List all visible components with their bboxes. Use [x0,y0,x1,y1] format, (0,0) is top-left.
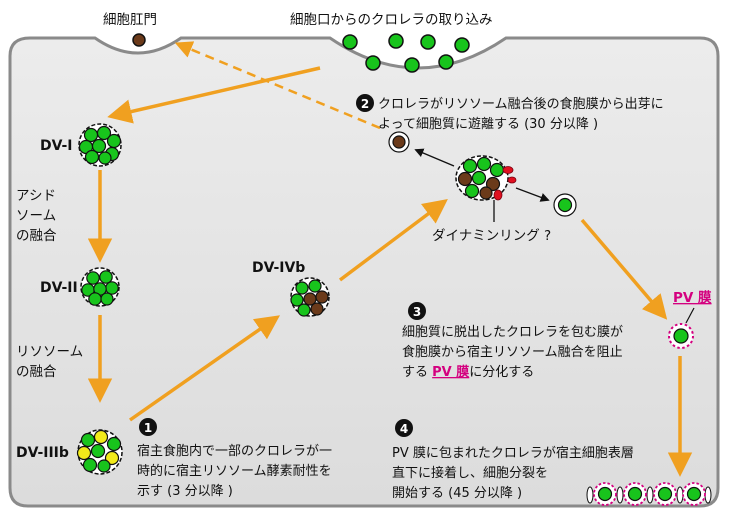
step-2-badge [356,94,374,112]
stage-label-dv4: DV-IVb [252,260,305,276]
acidosome-fusion-label-2: ソーム [16,208,56,224]
vacuole-dv3 [76,429,123,475]
arrow-dv3-to-dv4 [128,315,281,422]
vacuole-dv2 [80,267,120,307]
step-2-number: 2 [361,97,369,111]
step-3-text-line3-a: する [402,365,432,380]
step-1-text-line3: 示す (3 分以降 ) [137,484,233,499]
released-green-chlorella [557,197,573,213]
step-3-number: 3 [413,305,421,319]
step-1-number: 1 [144,421,152,435]
arrow-dashed-to-cytoproct [174,41,381,130]
lysosome-fusion-label-2: の融合 [16,364,57,380]
arrow-cytostome-to-dv1 [107,66,321,124]
step-4-text-line1: PV 膜に包まれたクロレラが宿主細胞表層 [392,445,634,461]
pv-pointer [685,307,695,324]
step-1-badge [139,418,157,436]
acidosome-fusion-label-3: の融合 [16,228,57,244]
vacuole-dv1 [78,123,122,167]
step-4-number: 4 [400,422,408,436]
step-3-pv-highlight: PV 膜 [432,364,469,380]
pv-label: PV 膜 [673,289,712,306]
budding-vacuole [455,155,517,201]
vacuole-dv4 [290,277,330,317]
step-3-text-line2: 食胞膜から宿主リソソーム融合を阻止 [402,344,623,360]
pv-chlorella [673,328,689,344]
step-4-text-line2: 直下に接着し、細胞分裂を [392,465,548,481]
released-brown-chlorella [392,135,406,149]
dynamin-label: ダイナミンリング ? [432,228,551,244]
stage-label-dv1: DV-I [40,138,72,154]
acidosome-fusion-label-1: アシド [16,188,56,204]
cytoproct-label: 細胞肛門 [103,12,157,28]
step-2-text-line2: よって細胞質に遊離する (30 分以降 ) [378,117,598,132]
stage-label-dv2: DV-II [40,280,78,296]
step-1-text-line1: 宿主食胞内で一部のクロレラが一 [137,443,332,459]
step-3-text-line3: する PV 膜に分化する [402,364,534,380]
stage-label-dv3: DV-IIIb [16,445,69,461]
dynamin-ring [493,166,517,201]
ingested-chlorella-group [342,33,470,73]
surface-attached-chlorellae [586,482,712,506]
step-3-text-line1: 細胞質に脱出したクロレラを包む膜が [402,325,623,340]
step-3-text-line3-c: に分化する [469,365,534,380]
step-2-text-line1: クロレラがリソソーム融合後の食胞膜から出芽に [378,96,664,112]
lysosome-fusion-label-1: リソソーム [16,344,83,360]
arrow-released-to-pv [580,218,668,320]
arrow-dv4-to-budding [338,199,448,282]
step-4-text-line3: 開始する (45 分以降 ) [392,486,522,501]
arrow-to-green-vesicle [515,187,550,202]
arrow-to-brown-vesicle [414,148,455,167]
host-cell-body [8,36,720,508]
cytostome-label: 細胞口からのクロレラの取り込み [290,12,493,28]
step-4-badge [395,419,413,437]
step-1-text-line2: 時的に宿主リソソーム酵素耐性を [137,463,332,479]
expelled-digested-chlorella [132,33,146,47]
step-3-badge [408,302,426,320]
